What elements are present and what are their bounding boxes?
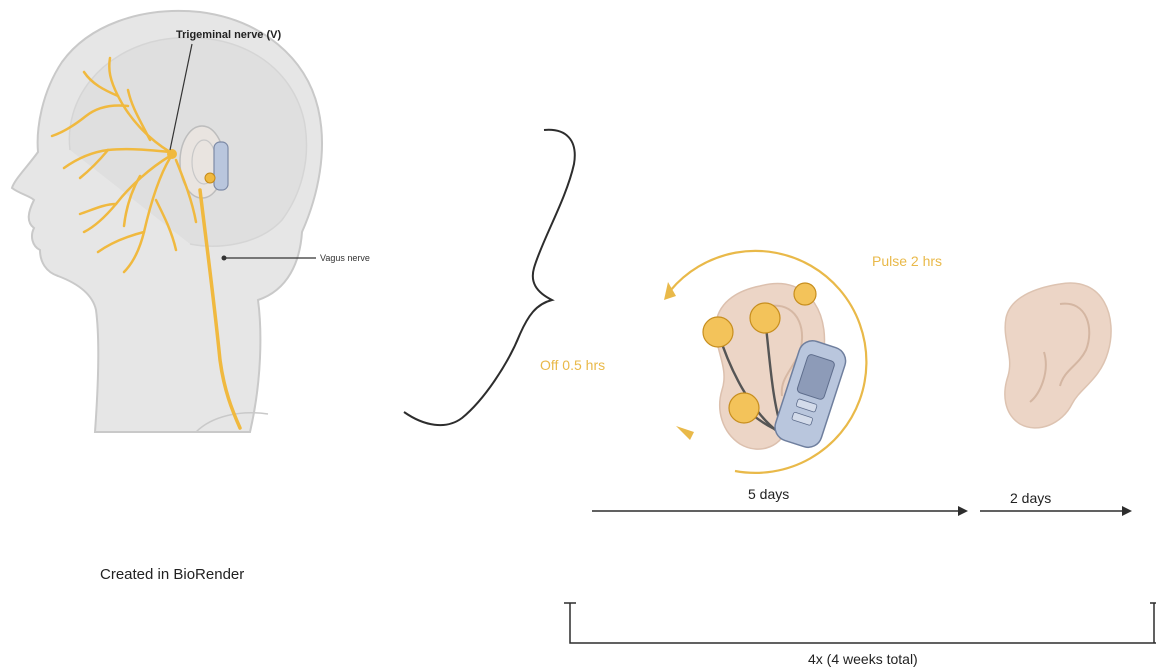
off-label: Off 0.5 hrs	[540, 357, 605, 373]
vagus-leader-dot	[222, 256, 227, 261]
cycle-arrow-head-bottom	[676, 426, 694, 440]
vagus-label: Vagus nerve	[320, 253, 370, 263]
label-2-days: 2 days	[1010, 490, 1051, 506]
pulse-label: Pulse 2 hrs	[872, 253, 942, 269]
stimulation-cycle: Pulse 2 hrs Off 0.5 hrs	[540, 251, 942, 473]
repeat-bracket	[564, 603, 1156, 643]
timeline: 5 days 2 days 4x (4 weeks total)	[564, 486, 1156, 667]
head-illustration: Trigeminal nerve (V) Vagus nerve	[12, 11, 370, 432]
electrode-4	[794, 283, 816, 305]
repeat-bracket-right-tick	[1150, 603, 1156, 643]
electrode-2	[750, 303, 780, 333]
head-device	[214, 142, 228, 190]
electrode-3	[729, 393, 759, 423]
curly-brace	[404, 130, 575, 425]
label-5-days: 5 days	[748, 486, 789, 502]
head-device-electrode	[205, 173, 215, 183]
arrow-2-days-head	[1122, 506, 1132, 516]
electrode-1	[703, 317, 733, 347]
biorender-credit: Created in BioRender	[100, 566, 244, 583]
trigeminal-ganglion	[167, 149, 177, 159]
trigeminal-label: Trigeminal nerve (V)	[176, 29, 281, 41]
rest-ear	[1005, 283, 1111, 428]
arrow-5-days-head	[958, 506, 968, 516]
repeat-label: 4x (4 weeks total)	[808, 651, 918, 667]
